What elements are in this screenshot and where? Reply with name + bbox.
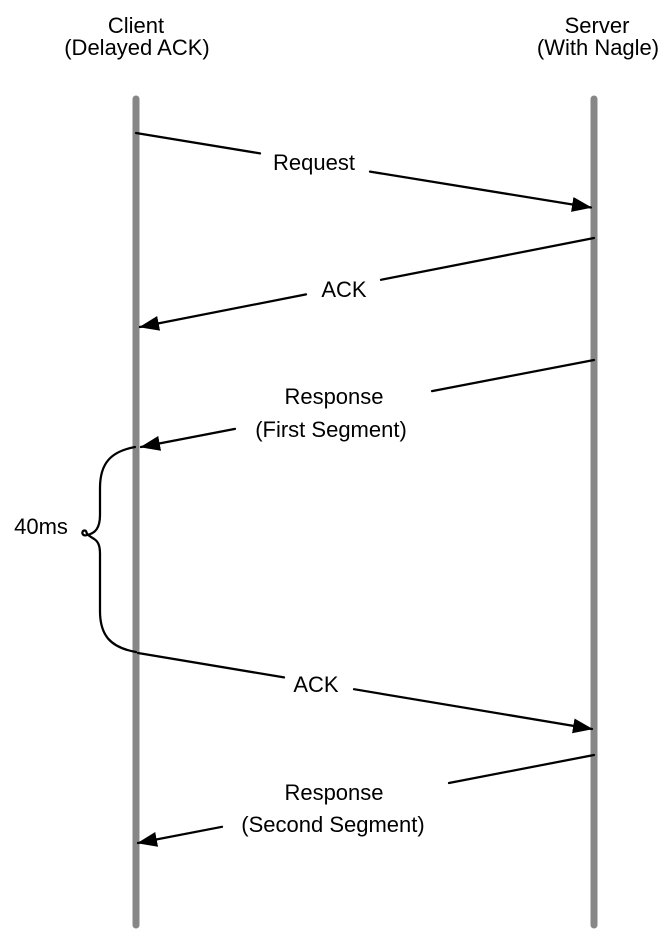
message-label: Response: [284, 384, 383, 409]
message-response-second-segment: Response (Second Segment): [136, 753, 596, 847]
delay-label: 40ms: [14, 514, 68, 539]
message-line-segment: [134, 131, 262, 155]
message-line-segment: [447, 753, 596, 785]
message-line-arrow: [352, 688, 594, 734]
message-line-segment: [430, 358, 596, 393]
actor-client-qualifier: (Delayed ACK): [64, 35, 210, 60]
message-label: Response: [284, 780, 383, 805]
delay-annotation: 40ms: [14, 445, 138, 654]
message-ack-1: ACK: [138, 236, 596, 331]
message-line-arrow: [368, 170, 593, 212]
message-label: Request: [273, 150, 355, 175]
message-line-arrow: [139, 427, 237, 451]
message-ack-2: ACK: [136, 651, 594, 734]
actor-server-name: Server: [565, 13, 630, 38]
message-response-first-segment: Response (First Segment): [139, 358, 596, 451]
message-label: ACK: [293, 672, 339, 697]
actor-client-name: Client: [108, 13, 164, 38]
message-request: Request: [134, 131, 593, 212]
message-line-segment: [136, 651, 286, 679]
actor-client-title: Client (Delayed ACK): [64, 13, 210, 60]
actor-server-title: Server (With Nagle): [537, 13, 659, 60]
message-line-segment: [379, 236, 596, 281]
message-sublabel: (Second Segment): [241, 812, 424, 837]
message-sublabel: (First Segment): [255, 417, 407, 442]
delay-brace: [81, 445, 138, 654]
message-line-arrow: [136, 825, 224, 847]
actor-server-qualifier: (With Nagle): [537, 35, 659, 60]
message-label: ACK: [321, 277, 367, 302]
message-line-arrow: [138, 293, 308, 331]
